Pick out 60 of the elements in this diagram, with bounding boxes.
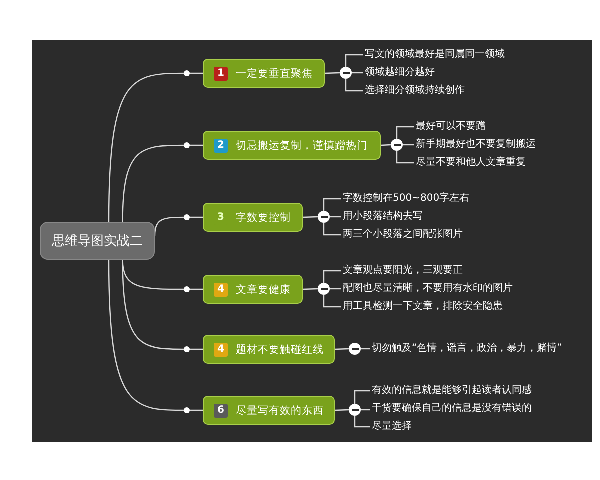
branch-topic-box <box>203 335 335 364</box>
leaf-text: 有效的信息就是能够引起读者认同感 <box>372 384 532 398</box>
leaf-text: 两三个小段落之间配张图片 <box>343 228 463 242</box>
connector-line <box>323 270 341 283</box>
branch-title: 一定要垂直聚焦 <box>236 66 313 80</box>
connector-line <box>334 409 350 412</box>
leaf-text: 领域越细分越好 <box>365 66 435 80</box>
branch-topic-box <box>203 275 303 304</box>
curved-connector <box>154 216 203 236</box>
curved-connector <box>108 72 203 222</box>
connector-line <box>323 198 341 211</box>
branch-topic-box <box>203 203 303 232</box>
leaf-text: 切勿触及“色情，谣言，政治，暴力，赌博” <box>372 342 562 356</box>
central-topic-box <box>40 222 155 260</box>
connector-line <box>323 223 341 236</box>
branch-topic-box <box>203 59 325 88</box>
connector-line <box>396 126 414 139</box>
connector-line <box>354 390 370 404</box>
curved-connector <box>108 260 203 412</box>
branch-topic-box <box>203 131 381 160</box>
number-badge: 1 <box>214 66 228 80</box>
connector-line <box>323 295 341 308</box>
number-badge: 4 <box>214 342 228 356</box>
leaf-text: 文章观点要阳光，三观要正 <box>343 264 463 278</box>
branch-title: 尽量写有效的东西 <box>236 404 324 418</box>
connector-line <box>396 151 414 164</box>
leaf-text: 用工具检测一下文章，排除安全隐患 <box>343 300 503 314</box>
connector-line <box>380 144 392 146</box>
curved-connector <box>122 260 203 350</box>
curved-connector <box>122 144 203 222</box>
connector-line <box>330 216 341 218</box>
number-badge: 2 <box>214 138 228 152</box>
connector-line <box>354 416 370 428</box>
leaf-text: 用小段落结构去写 <box>343 210 423 224</box>
leaf-text: 选择细分领域持续创作 <box>365 84 465 98</box>
connector-line <box>324 72 340 74</box>
leaf-text: 干货要确保自己的信息是没有错误的 <box>372 402 532 416</box>
connector-line <box>352 72 363 74</box>
number-badge: 6 <box>214 404 228 418</box>
branch-topic-box <box>203 396 335 425</box>
number-badge: 4 <box>214 282 228 296</box>
connector-line <box>330 288 341 290</box>
leaf-text: 新手期最好也不要复制搬运 <box>416 138 536 152</box>
leaf-text: 写文的领域最好是同属同一领域 <box>365 48 505 62</box>
leaf-text: 字数控制在500~800字左右 <box>343 192 470 206</box>
leaf-text: 尽量选择 <box>372 420 412 434</box>
branch-title: 文章要健康 <box>236 282 291 296</box>
connector-line <box>302 288 318 290</box>
branch-title: 题材不要触碰红线 <box>236 342 324 356</box>
connector-line <box>345 79 363 92</box>
connector-line <box>403 144 414 146</box>
leaf-text: 最好可以不要蹭 <box>416 120 486 134</box>
leaf-text: 尽量不要和他人文章重复 <box>416 156 526 170</box>
connector-line <box>345 54 363 67</box>
connector-line <box>302 216 318 218</box>
branch-title: 字数要控制 <box>236 210 291 224</box>
connector-line <box>334 348 350 350</box>
branch-title: 切忌搬运复制，谨慎蹭热门 <box>236 138 368 152</box>
leaf-text: 配图也尽量清晰，不要用有水印的图片 <box>343 282 513 296</box>
central-topic-title: 思维导图实战二 <box>52 233 143 250</box>
